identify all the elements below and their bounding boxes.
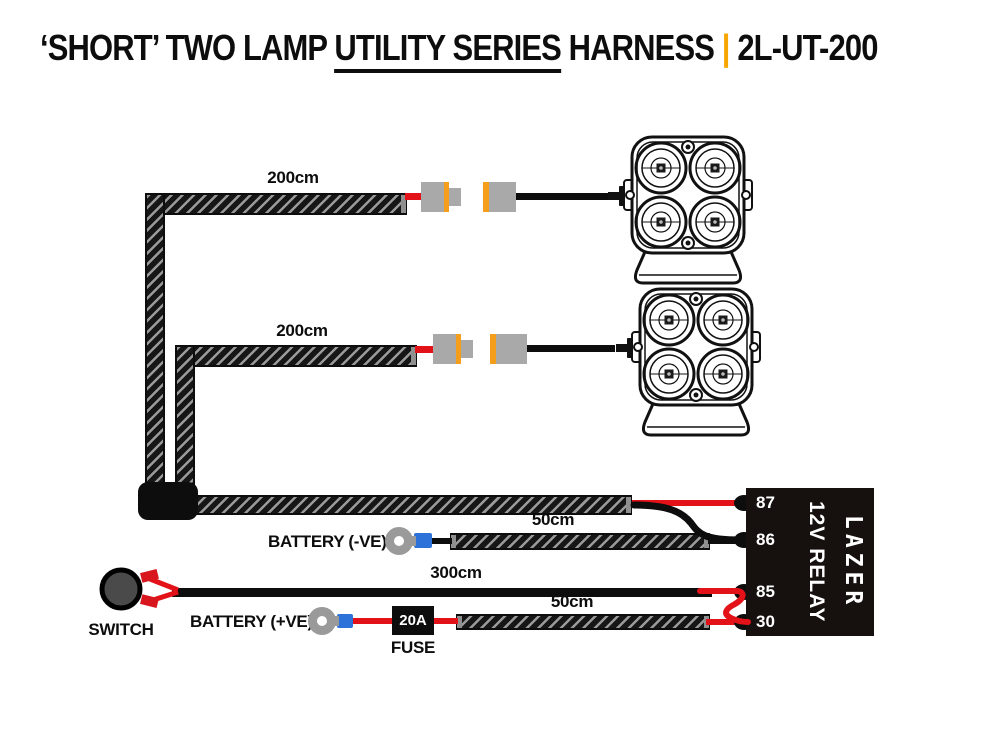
battery-negative-label: BATTERY (-VE) xyxy=(268,532,387,551)
connector-tab xyxy=(449,188,461,206)
connector-orange-stripe xyxy=(490,334,496,364)
cable-length-label-positive: 50cm xyxy=(550,592,594,611)
battery-positive-cable xyxy=(456,614,710,630)
switch-wire-300cm xyxy=(172,588,712,597)
title-part1: ‘SHORT’ TWO LAMP xyxy=(40,27,335,68)
plug-connector-icon xyxy=(489,182,516,212)
ring-terminal-icon xyxy=(308,607,339,635)
relay-box: 87 86 85 30 12V RELAY LAZER xyxy=(746,488,874,636)
switch-knob-icon xyxy=(99,567,179,611)
fuse-to-cable-wire xyxy=(432,618,458,624)
lamp2-harness-cable-horizontal xyxy=(175,345,417,367)
switch-label: SWITCH xyxy=(88,620,154,639)
connector-orange-stripe xyxy=(483,182,489,212)
relay-87-red-wire xyxy=(632,500,740,506)
plug-connector-icon xyxy=(421,182,446,212)
lamp2-red-wire xyxy=(415,346,433,353)
battery-negative-cable xyxy=(450,533,710,550)
lamp2-cable xyxy=(527,345,615,352)
utility-series-lamp-icon xyxy=(608,135,753,285)
harness-junction-icon xyxy=(138,482,198,520)
plug-connector-icon xyxy=(433,334,458,364)
fuse-rating: 20A xyxy=(399,612,427,629)
plug-connector-icon xyxy=(496,334,527,364)
title-underlined: UTILITY SERIES xyxy=(334,29,562,73)
lamp1-red-wire xyxy=(405,193,421,200)
crimp-sleeve-negative xyxy=(414,533,432,548)
lamp1-harness-cable-vertical xyxy=(145,193,165,492)
crimp-sleeve-positive xyxy=(337,614,353,628)
fuse-label: FUSE xyxy=(390,638,436,657)
relay-pin-85-label: 85 xyxy=(756,582,775,601)
cable-length-label-lamp1: 200cm xyxy=(267,168,319,187)
utility-series-lamp-icon xyxy=(616,287,761,437)
lamp1-harness-cable-horizontal xyxy=(145,193,407,215)
negative-terminal-wire xyxy=(428,538,452,544)
relay-pin-30-label: 30 xyxy=(756,612,775,631)
cable-length-label-switch: 300cm xyxy=(430,563,482,582)
title-part2: HARNESS xyxy=(560,27,715,68)
ring-terminal-icon xyxy=(385,527,416,555)
title-model: 2L-UT-200 xyxy=(737,27,878,68)
connector-orange-stripe xyxy=(456,334,461,364)
cable-length-label-lamp2: 200cm xyxy=(276,321,328,340)
relay-pin-87-label: 87 xyxy=(756,493,775,512)
lamp1-cable xyxy=(516,193,612,200)
lamp2-harness-cable-vertical xyxy=(175,345,195,492)
page-title: ‘SHORT’ TWO LAMP UTILITY SERIES HARNESS|… xyxy=(40,27,878,73)
fuse-box: 20A xyxy=(392,606,434,635)
positive-terminal-wire xyxy=(352,618,394,624)
connector-orange-stripe xyxy=(444,182,449,212)
relay-brand-logo: LAZER xyxy=(840,514,866,610)
cable-length-label-negative: 50cm xyxy=(531,510,575,529)
connector-tab xyxy=(461,340,473,358)
battery-positive-label: BATTERY (+VE) xyxy=(190,612,313,631)
title-divider: | xyxy=(721,27,731,68)
relay-label: 12V RELAY xyxy=(805,501,828,623)
relay-pin-86-label: 86 xyxy=(756,530,775,549)
